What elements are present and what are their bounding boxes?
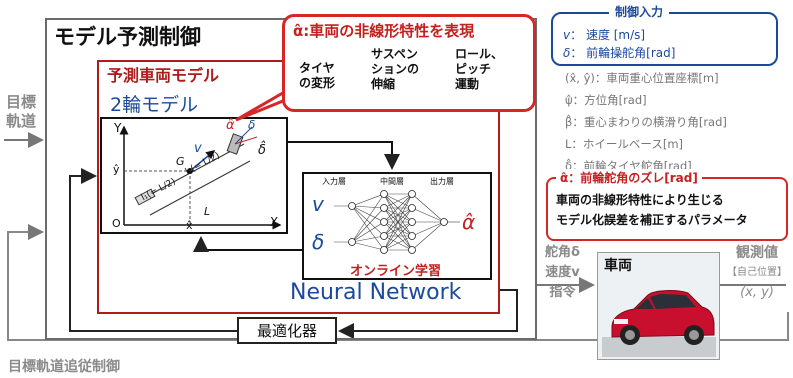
nn-input-delta: δ <box>312 230 325 254</box>
control-input-steer: δ： 前輪操舵角[rad] <box>563 46 676 60</box>
nonlinear-callout: α̂:車両の非線形特性を表現 タイヤの変形 サスペンションの伸縮 ロール、ピッチ… <box>282 14 536 112</box>
vehicle-label: 車両 <box>604 258 632 274</box>
input-layer-label: 入力層 <box>322 177 346 186</box>
var-position: (x̂, ŷ)：車両重心位置座標[m] <box>565 71 719 85</box>
neural-network-title: Neural Network <box>290 280 462 305</box>
alpha-label: α̂ <box>226 118 235 133</box>
online-learning-label: オンライン学習 <box>350 264 442 279</box>
alpha-explanation-box: α̂：前輪舵角のズレ[rad] 車両の非線形特性により生じる モデル化誤差を補正… <box>546 169 788 241</box>
var-wheelbase: L：ホイールベース[m] <box>565 137 684 151</box>
control-input-velocity: v： 速度 [m/s] <box>563 28 646 42</box>
control-input-box: 制御入力 v： 速度 [m/s] δ： 前輪操舵角[rad] <box>551 3 778 66</box>
callout-item-roll-pitch: ロール、ピッチ運動 <box>455 47 504 91</box>
delta-hat-label: δ̂ <box>258 143 266 158</box>
prediction-model-title: 予測車両モデル <box>107 66 220 85</box>
nn-output-alpha: α̂ <box>462 210 476 234</box>
alpha-explanation-line2: モデル化誤差を補正するパラメータ <box>556 213 748 227</box>
hidden-layer-label: 中間層 <box>380 177 404 186</box>
optimizer-box: 最適化器 <box>237 317 337 344</box>
vehicle-box: 車両 <box>597 252 720 360</box>
callout-item-suspension: サスペンションの伸縮 <box>371 47 420 91</box>
bicycle-model-panel: Y X O ŷ x̂ G v α̂ δ δ̂ l₁(= L/2) l₂(= L/… <box>100 117 288 234</box>
x-axis-label: X <box>270 215 279 229</box>
output-layer-label: 出力層 <box>430 177 454 186</box>
wheelbase-label: L <box>204 205 211 218</box>
bicycle-model-diagram <box>119 125 282 230</box>
velocity-label: v <box>194 141 202 156</box>
nn-input-v: v <box>312 192 324 216</box>
var-slip-angle: β̂：重心まわりの横滑り角[rad] <box>565 115 727 129</box>
two-wheel-model-title: 2輪モデル <box>110 94 199 116</box>
alpha-explanation-line1: 車両の非線形特性により生じる <box>556 193 724 207</box>
nn-graph <box>334 190 460 254</box>
callout-item-tire: タイヤの変形 <box>299 61 336 90</box>
mpc-title: モデル予測制御 <box>54 25 201 49</box>
origin-label: O <box>112 217 121 230</box>
delta-label: δ <box>248 118 256 132</box>
callout-title: α̂:車両の非線形特性を表現 <box>293 22 475 40</box>
alpha-explanation-title: α̂：前輪舵角のズレ[rad] <box>556 169 702 186</box>
y-axis-label: Y <box>114 121 122 135</box>
x-hat-tick: x̂ <box>186 219 193 232</box>
neural-network-panel: 入力層 中間層 出力層 v δ α̂ オンライン学習 <box>302 172 492 280</box>
car-image <box>602 290 716 357</box>
y-hat-tick: ŷ <box>113 163 120 176</box>
observed-label: 観測値 【自己位置】 (x, y) <box>727 245 787 300</box>
target-trajectory-label: 目標軌道 <box>6 93 37 130</box>
tracking-control-label: 目標軌道追従制御 <box>8 359 120 375</box>
control-input-title: 制御入力 <box>609 3 670 20</box>
cog-label: G <box>176 155 185 168</box>
var-heading: ψ̂：方位角[rad] <box>565 93 647 107</box>
